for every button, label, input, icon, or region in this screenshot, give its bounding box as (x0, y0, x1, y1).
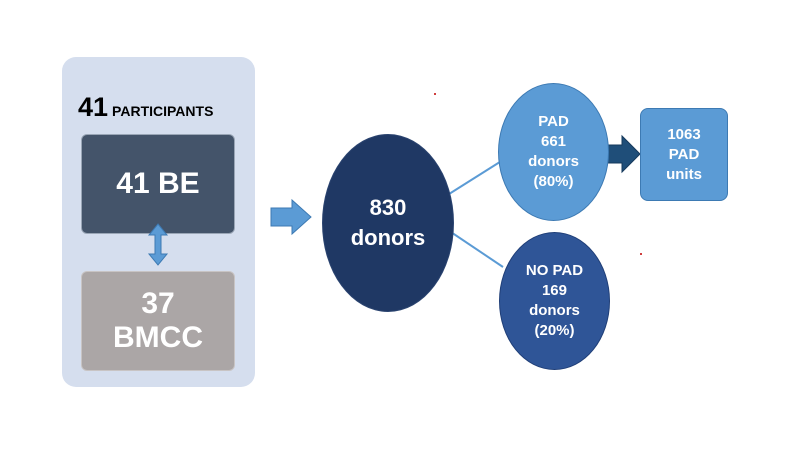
be-box-label: 41 BE (116, 167, 200, 200)
donors-label: donors (350, 225, 426, 250)
bmcc-box-count: 37 (141, 287, 175, 320)
nopad-node-percent: (20%) (534, 322, 575, 339)
nopad-node-title: NO PAD (525, 262, 584, 279)
pad-node-title: PAD (538, 113, 569, 130)
stray-mark (640, 253, 642, 255)
right-arrow-icon (270, 198, 312, 236)
pad-units-count: 1063 (667, 125, 701, 143)
donors-count: 830 (369, 195, 407, 220)
nopad-node: NO PAD 169 donors (20%) (499, 232, 610, 370)
double-arrow-icon (147, 223, 169, 266)
pad-node-count: 661 (540, 133, 567, 150)
participants-count: 41 (78, 92, 109, 122)
pad-node: PAD 661 donors (80%) (498, 83, 609, 221)
stray-mark (434, 93, 436, 95)
pad-units-suffix: units (666, 165, 702, 183)
be-box: 41 BE (81, 134, 235, 234)
bmcc-box-label: BMCC (113, 321, 203, 354)
pad-node-label: donors (528, 153, 579, 170)
pad-units-label: PAD (668, 145, 700, 163)
pad-units-box: 1063 PAD units (640, 108, 728, 201)
donors-node: 830 donors (322, 134, 454, 312)
pad-node-percent: (80%) (533, 173, 574, 190)
nopad-node-label: donors (529, 302, 580, 319)
nopad-node-count: 169 (541, 282, 567, 299)
bmcc-box: 37 BMCC (81, 271, 235, 371)
participants-label: PARTICIPANTS (112, 103, 214, 119)
